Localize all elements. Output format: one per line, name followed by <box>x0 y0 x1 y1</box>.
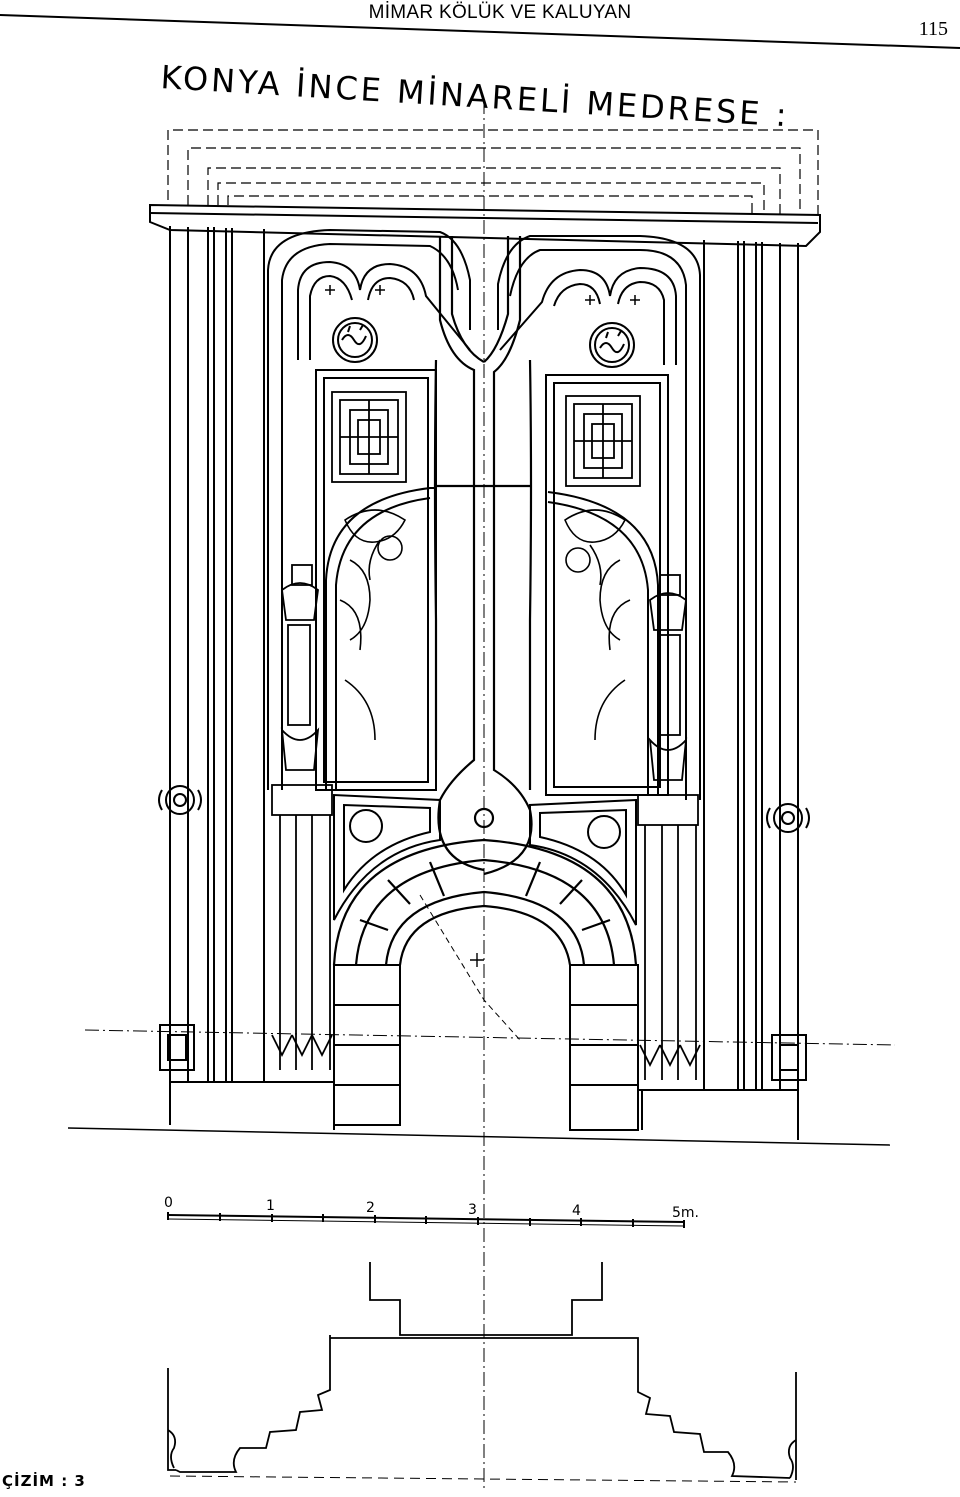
section-line <box>84 1029 896 1046</box>
central-interlace-band <box>433 236 533 876</box>
scale-labels: 0 1 2 3 4 5m. <box>164 1195 699 1221</box>
right-floral-carving <box>564 509 631 741</box>
entrance-arch <box>332 838 638 1041</box>
scale-label-2: 2 <box>366 1200 375 1216</box>
cornice <box>149 203 821 248</box>
right-colonnette <box>637 574 701 1080</box>
left-medallion <box>332 317 378 363</box>
left-pilasters <box>169 226 265 1082</box>
scale-label-0: 0 <box>164 1195 173 1211</box>
left-colonnette <box>271 564 333 1070</box>
plinth <box>169 1081 799 1140</box>
right-interlace <box>565 395 641 487</box>
header-rule <box>0 14 960 49</box>
scale-label-5: 5m. <box>672 1205 699 1221</box>
left-rosette <box>158 785 202 815</box>
page-number: 115 <box>918 18 948 40</box>
ground-line <box>67 1127 891 1146</box>
scale-label-1: 1 <box>266 1198 275 1214</box>
spandrel-panels <box>333 793 637 926</box>
plan-profile <box>167 1262 797 1483</box>
door-jambs <box>333 964 639 1131</box>
right-rosette <box>766 803 810 833</box>
scale-label-3: 3 <box>468 1202 477 1218</box>
left-floral-carving <box>339 509 407 741</box>
plus-marks <box>325 285 640 305</box>
right-medallion <box>589 322 635 368</box>
scale-bar <box>167 1212 685 1228</box>
figure-label: ÇİZİM : 3 <box>2 1472 86 1490</box>
running-header: MİMAR KÖLÜK VE KALUYAN <box>368 2 632 23</box>
right-pilasters <box>703 240 799 1090</box>
column-bases <box>159 1024 807 1081</box>
left-interlace <box>331 391 407 483</box>
scale-label-4: 4 <box>572 1203 581 1219</box>
dashed-guide-lines <box>167 129 819 215</box>
niche-arches <box>325 487 659 795</box>
